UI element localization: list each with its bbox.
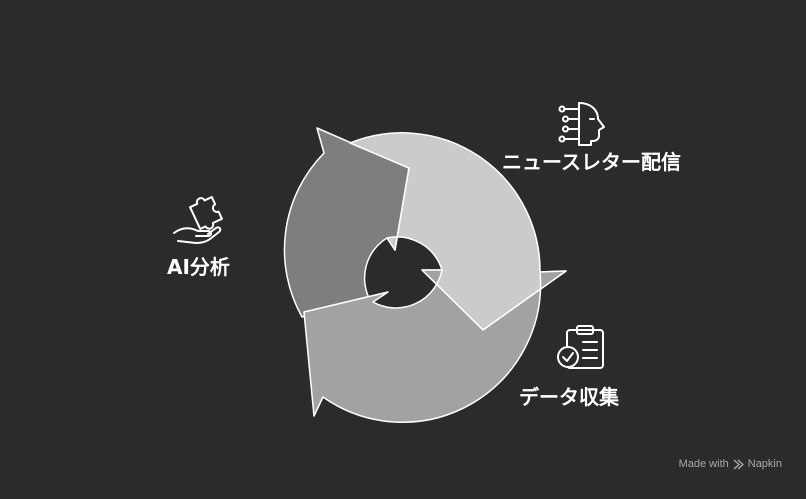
cycle-segment-collect	[303, 269, 567, 423]
clipboard-check-icon	[557, 325, 604, 369]
watermark-brand: Napkin	[747, 458, 782, 470]
watermark-text: Made with	[678, 458, 729, 470]
cycle-segment-analysis	[283, 127, 410, 318]
napkin-logo-icon	[733, 458, 744, 470]
napkin-watermark[interactable]: Made with Napkin	[679, 458, 782, 470]
step-label-newsletter: ニュースレター配信	[502, 150, 681, 174]
ai-head-icon	[558, 102, 605, 146]
step-label-collect: データ収集	[519, 385, 619, 409]
puzzle-hand-icon	[173, 196, 223, 244]
cycle-segment-newsletter	[349, 132, 567, 331]
step-label-analysis: AI分析	[167, 255, 230, 279]
